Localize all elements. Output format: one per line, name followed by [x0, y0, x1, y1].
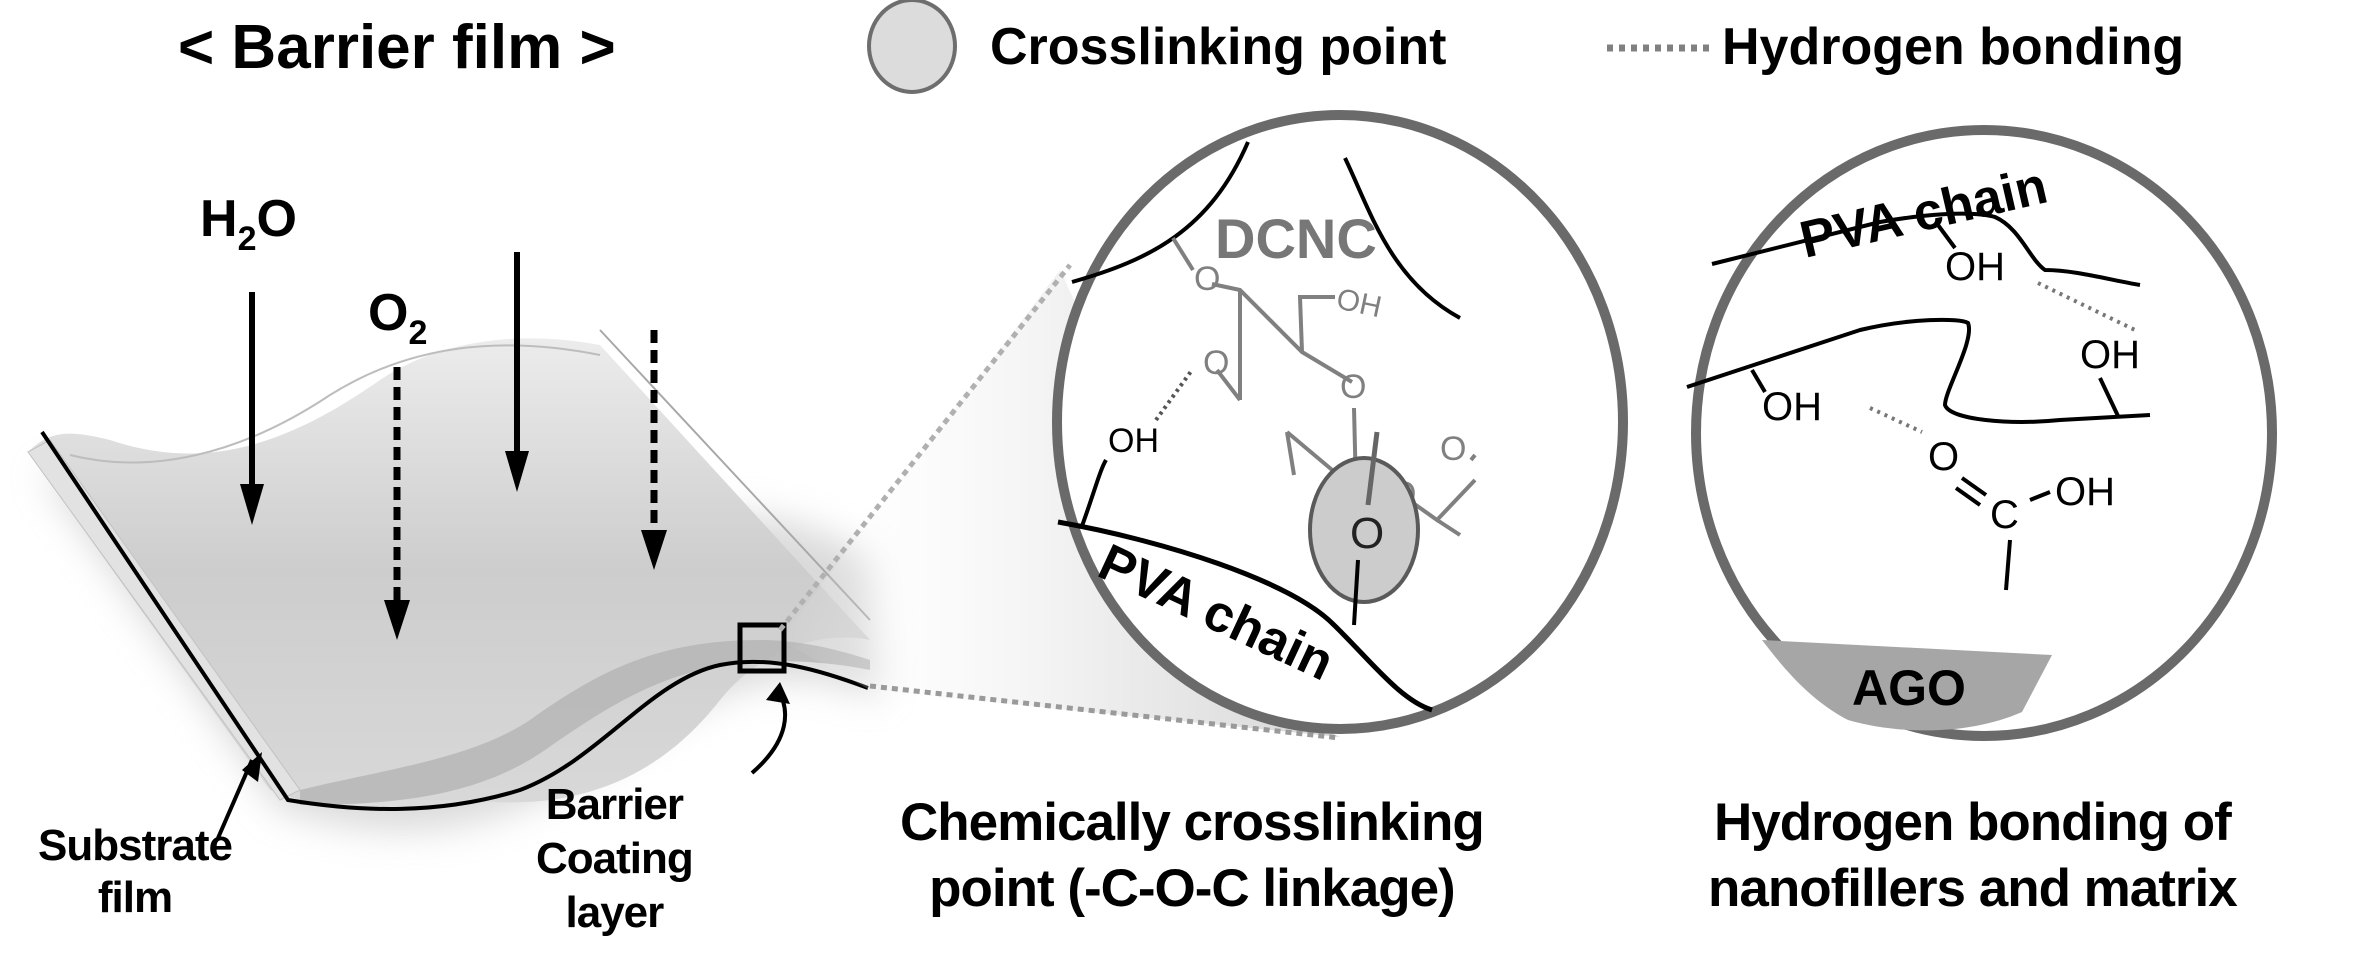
oh-label: OH	[1945, 245, 2005, 289]
legend-crosslink-label: Crosslinking point	[990, 18, 1446, 76]
hbond-caption: Hydrogen bonding of nanofillers and matr…	[1708, 790, 2238, 922]
oh-label: OH	[2055, 470, 2115, 514]
pva-middle-chain	[1686, 317, 2151, 424]
ago-label: AGO	[1852, 660, 1966, 716]
barrier-coating-label: Barrier Coating layer	[536, 778, 694, 940]
pva-top-chain	[1711, 211, 2141, 287]
dcnc-oxygen-label: O	[1194, 260, 1220, 298]
substrate-label-line: film	[97, 873, 173, 922]
hydrogen-bond-dotted-line	[2037, 281, 2136, 332]
substrate-film-label: Substrate film	[38, 820, 233, 924]
oh-label: OH	[2080, 333, 2140, 377]
crosslink-caption-line: Chemically crosslinking	[900, 793, 1485, 852]
o2-label: O2	[368, 284, 427, 352]
legend-hbond-label: Hydrogen bonding	[1722, 18, 2184, 76]
hbond-caption-line: nanofillers and matrix	[1708, 859, 2238, 918]
barrier-coating-layer-shape	[28, 338, 870, 803]
hbond-caption-line: Hydrogen bonding of	[1713, 793, 2232, 852]
crosslink-caption: Chemically crosslinking point (-C-O-C li…	[900, 790, 1485, 922]
hydrogen-bond-dotted-line	[1869, 406, 1923, 434]
coating-label-line: layer	[565, 888, 665, 937]
hbond-panel: AGO PVA chain OH OH OH O C OH	[1686, 125, 2277, 741]
carbon-label: C	[1990, 493, 2019, 537]
crosslink-magnifier-circle	[1052, 110, 1628, 734]
substrate-label-line: Substrate	[38, 821, 233, 870]
oh-label: OH	[1762, 385, 1822, 429]
ago-filler-region	[1762, 640, 2052, 731]
crosslink-point-circle	[1308, 456, 1420, 604]
crosslink-caption-line: point (-C-O-C linkage)	[929, 859, 1456, 918]
barrier-film-illustration: H2O O2	[27, 190, 880, 839]
dcnc-label: DCNC	[1215, 207, 1377, 270]
carbonyl-oxygen-label: O	[1928, 435, 1959, 479]
hydrogen-bond-dotted-line	[1154, 368, 1194, 422]
pva-hydroxyl-label: OH	[1108, 422, 1159, 460]
coating-pointer-arrow-icon	[750, 688, 788, 775]
crosslink-oxygen-label: O	[1350, 509, 1384, 558]
crosslink-panel: O O O O O OH DCNC OH O PVA chain	[1052, 110, 1628, 734]
h2o-label: H2O	[200, 190, 297, 258]
legend-crosslink-circle-icon	[867, 0, 957, 94]
dcnc-oxygen-label: O	[1340, 368, 1366, 406]
coating-label-line: Coating	[536, 834, 694, 883]
figure-title: < Barrier film >	[178, 13, 616, 82]
pva-chain-curve	[1057, 519, 1433, 713]
dcnc-oxygen-label: O	[1440, 430, 1466, 468]
zoom-region-box	[737, 622, 787, 674]
substrate-film-edge	[40, 430, 869, 811]
coating-label-line: Barrier	[545, 780, 684, 829]
dcnc-oxygen-label: O	[1203, 344, 1229, 382]
